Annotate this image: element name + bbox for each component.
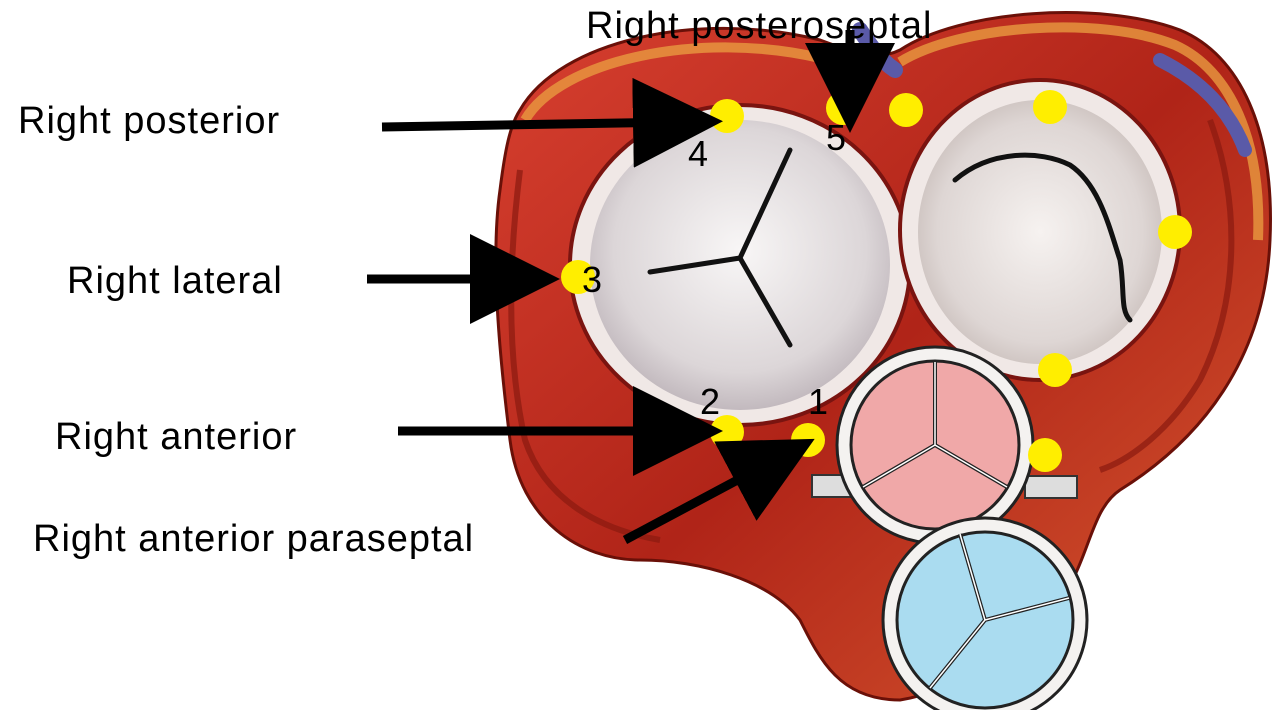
marker-left-anterolateral	[1038, 353, 1072, 387]
arrow-right-posterior	[382, 122, 678, 127]
site-number-3: 3	[582, 259, 602, 300]
label-right-lateral: Right lateral	[67, 260, 283, 302]
marker-left-posteroseptal	[889, 93, 923, 127]
label-right-posterior: Right posterior	[18, 100, 280, 142]
site-number-5: 5	[826, 117, 846, 158]
marker-left-lateral	[1158, 215, 1192, 249]
marker-left-anterior	[1028, 438, 1062, 472]
marker-site-4	[710, 99, 744, 133]
pulmonic-valve-icon	[883, 518, 1087, 710]
label-right-anterior-paraseptal: Right anterior paraseptal	[33, 518, 474, 560]
site-number-1: 1	[808, 381, 828, 422]
site-number-2: 2	[700, 381, 720, 422]
label-right-posteroseptal: Right posteroseptal	[586, 5, 932, 47]
mitral-valve-icon	[900, 80, 1180, 380]
marker-site-1	[791, 423, 825, 457]
marker-left-posterior	[1033, 90, 1067, 124]
tricuspid-valve-icon	[570, 105, 910, 425]
site-number-4: 4	[688, 133, 708, 174]
label-right-anterior: Right anterior	[55, 416, 297, 458]
